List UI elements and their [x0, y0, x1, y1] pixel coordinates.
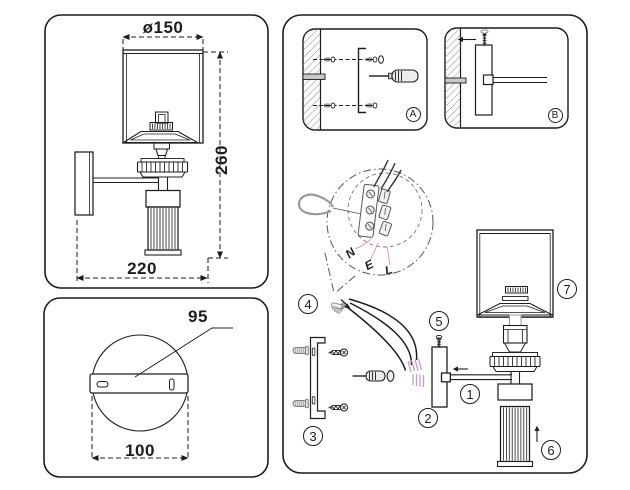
screw-icon [327, 403, 349, 412]
step-a-badge: A [405, 106, 421, 122]
dimension-lines [76, 34, 228, 283]
junction-block [145, 189, 181, 208]
ribbed-body [144, 206, 182, 256]
wall-anchor-icon [292, 345, 309, 356]
arm-socket [440, 372, 451, 383]
locking-screw-icon [435, 334, 443, 349]
step-a-drawing [303, 29, 419, 130]
plate-diameter-label: 100 [125, 441, 155, 460]
arm-socket [482, 74, 494, 86]
wire-connector [330, 299, 351, 314]
stem [157, 177, 169, 191]
insert-arrow-icon [534, 425, 540, 442]
glass-diffuser [121, 130, 200, 144]
bulb-socket [149, 111, 173, 131]
part-badge-6: 6 [541, 440, 561, 460]
part-badge-2: 2 [418, 408, 438, 428]
plate-view-drawing [89, 327, 233, 461]
junction-block [497, 383, 533, 401]
keyhole-spacing-label: 95 [188, 307, 208, 326]
earth-wire-loop [297, 193, 334, 216]
part-badge-5: 5 [429, 311, 449, 331]
wiring-detail-balloon [297, 159, 434, 294]
direction-arrow-icon [344, 303, 351, 309]
screw-slot [169, 378, 175, 391]
front-view-drawing [74, 34, 228, 283]
mounting-bracket-side [357, 47, 366, 114]
parts-drawing [292, 298, 512, 420]
supply-wires [373, 159, 402, 193]
part-badge-3: 3 [303, 426, 323, 446]
step-b-drawing [445, 28, 547, 128]
screw-icon [323, 56, 378, 109]
part-badge-1: 1 [460, 384, 480, 404]
keyhole-slot [96, 381, 109, 388]
insert-arrow-icon [452, 366, 468, 372]
wall-anchor-end-icon [378, 55, 384, 64]
socket-sleeve [502, 324, 528, 353]
lamp-assembly-drawing [476, 229, 554, 468]
ribbed-body [496, 405, 534, 468]
gear-ring [489, 352, 541, 372]
screwdriver-icon [352, 370, 395, 382]
candle-neck [153, 142, 170, 159]
wire-label-leaders [354, 238, 391, 266]
wall-ledge [445, 77, 467, 84]
lamp-shade [122, 49, 204, 144]
gear-ring [136, 158, 189, 178]
wall-plate [74, 151, 94, 216]
bracket-slot [311, 347, 316, 356]
fixture-depth-label: 220 [127, 259, 157, 278]
screwdriver-icon [369, 69, 419, 83]
arm [450, 374, 512, 381]
bracket-slot [311, 396, 316, 405]
shade-diameter-label: ø150 [142, 18, 184, 37]
part-badge-4: 4 [298, 294, 318, 314]
part-badge-7: 7 [557, 279, 577, 299]
mounting-bracket [309, 336, 326, 420]
lamp-wires [346, 298, 418, 371]
front-view-panel [44, 14, 269, 289]
arm [93, 177, 159, 184]
insert-arrow-icon [457, 36, 476, 43]
wall-ledge [303, 73, 326, 80]
step-b-badge: B [547, 107, 563, 123]
assembly-panel [282, 14, 588, 474]
arm-side [493, 76, 547, 84]
wire-ferrules [407, 358, 425, 387]
stem [510, 371, 521, 384]
screw-icon [327, 348, 349, 357]
locking-screw-icon [480, 29, 489, 46]
terminal-block [357, 183, 392, 238]
candle-tube [509, 314, 522, 326]
leader-95 [134, 327, 233, 378]
wall-anchor-icon [292, 398, 309, 409]
fixture-height-label: 260 [212, 145, 231, 175]
bulb-socket [502, 286, 529, 301]
plate-view-panel [43, 297, 269, 478]
